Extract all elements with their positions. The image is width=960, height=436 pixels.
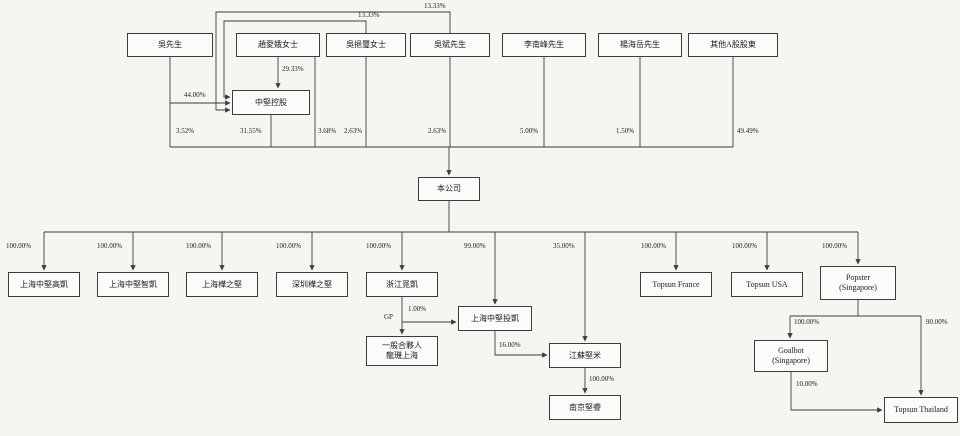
pct-to-zhikai: 100.00% bbox=[97, 242, 123, 250]
node-nanjing-jianrui: 南京堅睿 bbox=[549, 395, 621, 420]
node-mr-li-nanfeng: 李南峰先生 bbox=[502, 33, 586, 57]
node-topsun-france: Topsun France bbox=[640, 272, 712, 297]
node-shanghai-huazhijian: 上海樺之堅 bbox=[186, 272, 258, 297]
pct-to-sh-huazhijian: 100.00% bbox=[186, 242, 212, 250]
pct-popster-to-goalbot: 100.00% bbox=[794, 318, 820, 326]
node-the-company: 本公司 bbox=[418, 177, 480, 201]
pct-to-popster: 100.00% bbox=[822, 242, 848, 250]
pct-wu-yixi-direct: 2.63% bbox=[344, 127, 363, 135]
pct-to-jianmi: 35.00% bbox=[553, 242, 575, 250]
pct-to-mikai: 100.00% bbox=[366, 242, 392, 250]
pct-to-toukai: 99.00% bbox=[464, 242, 486, 250]
node-mr-yang-haiyue: 楊海岳先生 bbox=[598, 33, 682, 57]
node-goalbot-singapore: Goalbot (Singapore) bbox=[754, 340, 828, 372]
pct-wu-bin-direct: 2.63% bbox=[428, 127, 447, 135]
pct-li-direct: 5.00% bbox=[520, 127, 539, 135]
pct-zhongjian-direct: 31.55% bbox=[240, 127, 262, 135]
pct-wu-direct: 3.52% bbox=[176, 127, 195, 135]
node-shanghai-zhongjian-gaokai: 上海中堅高凱 bbox=[8, 272, 80, 297]
node-topsun-thailand: Topsun Thailand bbox=[884, 397, 958, 423]
node-ms-wu-yixi: 吳挹璽女士 bbox=[326, 33, 406, 57]
node-shanghai-zhongjian-toukai: 上海中堅投凱 bbox=[458, 306, 532, 331]
node-popster-singapore: Popster (Singapore) bbox=[820, 266, 896, 300]
node-mr-wu-bin: 吳斌先生 bbox=[410, 33, 490, 57]
pct-to-topsun-usa: 100.00% bbox=[732, 242, 758, 250]
pct-wu-bin-to-zhongjian: 13.33% bbox=[424, 2, 446, 10]
pct-to-topsun-france: 100.00% bbox=[641, 242, 667, 250]
pct-zhao-to-zhongjian: 29.33% bbox=[282, 65, 304, 73]
node-zhejiang-mikai: 浙江覓凱 bbox=[366, 272, 438, 297]
pct-goalbot-to-thailand: 10.00% bbox=[796, 380, 818, 388]
pct-yang-direct: 1.50% bbox=[616, 127, 635, 135]
node-general-partner: 一般合夥人 龍璣上海 bbox=[366, 336, 438, 366]
node-shanghai-zhongjian-zhikai: 上海中堅智凱 bbox=[97, 272, 169, 297]
pct-to-sz-huazhijian: 100.00% bbox=[276, 242, 302, 250]
pct-gp-label: GP bbox=[384, 313, 393, 321]
node-other-a-shareholders: 其他A股股東 bbox=[688, 33, 778, 57]
pct-toukai-to-jianmi: 16.00% bbox=[499, 341, 521, 349]
pct-wu-yixi-to-zhongjian: 13.33% bbox=[358, 11, 380, 19]
pct-wu-to-zhongjian: 44.00% bbox=[184, 91, 206, 99]
pct-jianmi-to-nanjing: 100.00% bbox=[589, 375, 615, 383]
node-jiangsu-jianmi: 江蘇堅米 bbox=[549, 343, 621, 368]
node-shenzhen-huazhijian: 深圳樺之堅 bbox=[276, 272, 348, 297]
pct-popster-to-thailand: 90.00% bbox=[926, 318, 948, 326]
node-zhongjian-holding: 中堅控股 bbox=[232, 90, 310, 115]
node-topsun-usa: Topsun USA bbox=[731, 272, 803, 297]
node-ms-zhao-aie: 趙愛娥女士 bbox=[236, 33, 320, 57]
pct-mikai-to-toukai: 1.00% bbox=[408, 305, 427, 313]
pct-other-a-direct: 49.49% bbox=[737, 127, 759, 135]
pct-to-gaokai: 100.00% bbox=[6, 242, 32, 250]
node-mr-wu: 吳先生 bbox=[127, 33, 213, 57]
pct-zhao-direct: 3.68% bbox=[318, 127, 337, 135]
